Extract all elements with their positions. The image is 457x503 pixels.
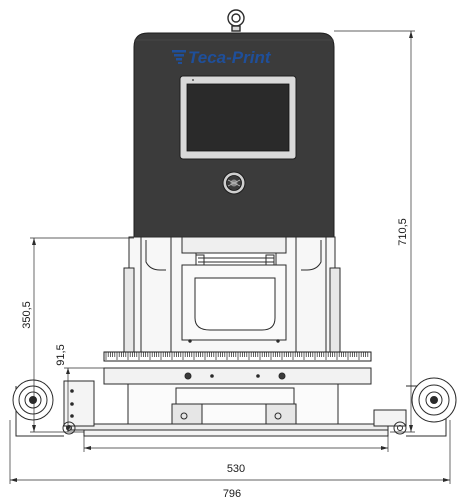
pad-mechanism [181, 236, 287, 343]
left-reel [12, 379, 95, 437]
right-reel [373, 377, 457, 437]
dim-width-total: 796 [223, 488, 241, 500]
brand-name: Teca-Print [188, 48, 272, 67]
dimension-arrows [10, 31, 450, 482]
control-knob-icon [222, 171, 246, 195]
dim-height-base: 350,5 [21, 301, 33, 329]
logo-stripes-icon [172, 50, 186, 64]
rotary-scale [103, 351, 372, 362]
dim-height-plate: 91,5 [55, 344, 67, 365]
dim-width-inner: 530 [227, 463, 245, 475]
brand-logo: Teca-Print [172, 48, 272, 67]
lifting-eye-icon [227, 9, 245, 32]
dimension-lines [9, 30, 451, 484]
dim-height-total: 710,5 [397, 218, 409, 246]
base-platform [69, 383, 389, 437]
touch-screen [186, 83, 290, 152]
